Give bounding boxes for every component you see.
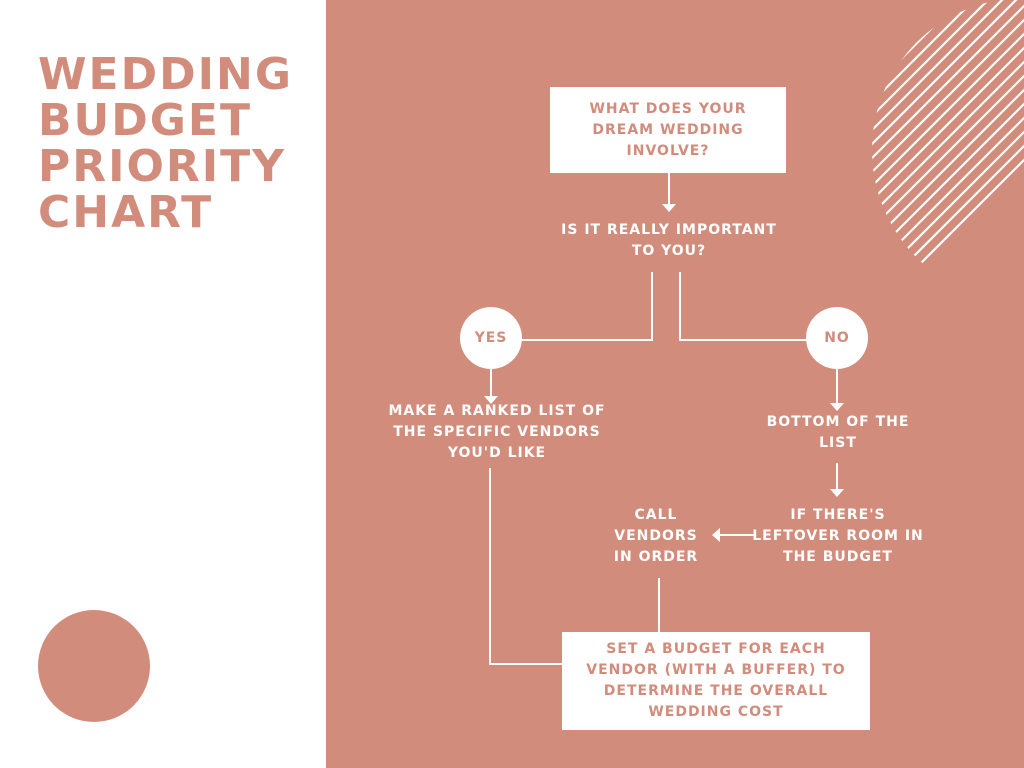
- title-line-1: WEDDING: [38, 49, 293, 100]
- leftover-room-node: IF THERE'S LEFTOVER ROOM IN THE BUDGET: [752, 507, 924, 565]
- decorative-circle: [38, 610, 150, 722]
- call-vendors-node: CALL VENDORS IN ORDER: [613, 507, 699, 565]
- bottom-of-list-node: BOTTOM OF THE LIST: [766, 414, 910, 451]
- connector-lines: [484, 173, 844, 665]
- no-label: NO: [806, 307, 868, 369]
- striped-half-circle-decoration: [872, 0, 1024, 302]
- final-budget-node: SET A BUDGET FOR EACH VENDOR (WITH A BUF…: [562, 632, 870, 730]
- page-title: WEDDING BUDGET PRIORITY CHART: [38, 52, 328, 236]
- title-line-4: CHART: [38, 187, 214, 238]
- title-line-2: BUDGET: [38, 95, 252, 146]
- title-line-3: PRIORITY: [38, 141, 287, 192]
- question-node: IS IT REALLY IMPORTANT TO YOU?: [561, 222, 777, 259]
- ranked-list-node: MAKE A RANKED LIST OF THE SPECIFIC VENDO…: [388, 403, 606, 461]
- yes-label: YES: [460, 307, 522, 369]
- start-node: WHAT DOES YOUR DREAM WEDDING INVOLVE?: [550, 87, 786, 173]
- flowchart-panel: WHAT DOES YOUR DREAM WEDDING INVOLVE? IS…: [326, 0, 1024, 768]
